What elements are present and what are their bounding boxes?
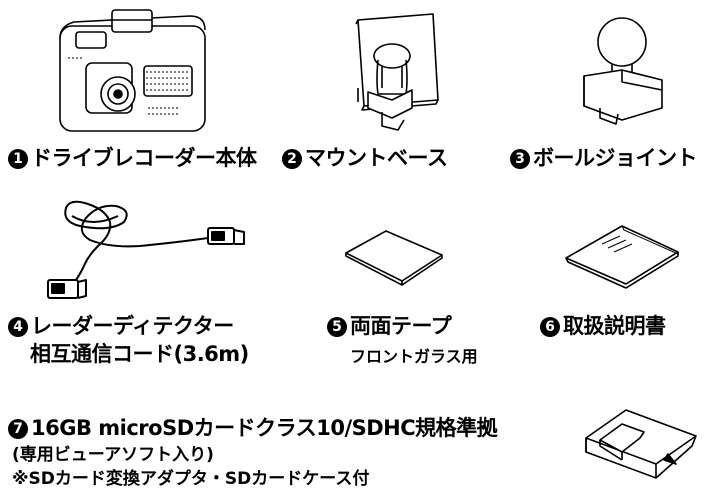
- item-number-badge: 7: [8, 419, 28, 439]
- item-number-badge: 2: [282, 149, 302, 169]
- detector-cable-illustration: [40, 188, 250, 308]
- double-sided-tape-illustration: [340, 225, 450, 295]
- item-name: 取扱説明書: [563, 314, 666, 338]
- drive-recorder-illustration: [50, 8, 220, 138]
- item-7-note2: ※SDカード変換アダプタ・SDカードケース付: [12, 469, 370, 489]
- item-name: 両面テープ: [350, 314, 452, 338]
- item-name: 16GB microSDカードクラス10/SDHC規格準拠: [31, 416, 498, 440]
- item-name: ドライブレコーダー本体: [31, 146, 257, 170]
- item-number-badge: 6: [540, 317, 560, 337]
- sd-card-illustration: [582, 402, 702, 492]
- item-number-badge: 3: [510, 149, 530, 169]
- item-7-note: (専用ビューアソフト入り): [12, 445, 214, 465]
- item-name: レーダーディテクター: [31, 314, 234, 338]
- item-number-badge: 1: [8, 149, 28, 169]
- item-name: ボールジョイント: [533, 146, 698, 170]
- item-name: マウントベース: [305, 146, 448, 170]
- item-number-badge: 5: [327, 317, 347, 337]
- manual-illustration: [562, 222, 682, 292]
- item-4-label-line2: 相互通信コード(3.6m): [30, 342, 249, 366]
- ball-joint-illustration: [572, 12, 672, 132]
- mount-base-illustration: [338, 10, 448, 140]
- item-number-badge: 4: [8, 317, 28, 337]
- item-5-note: フロントガラス用: [350, 347, 478, 366]
